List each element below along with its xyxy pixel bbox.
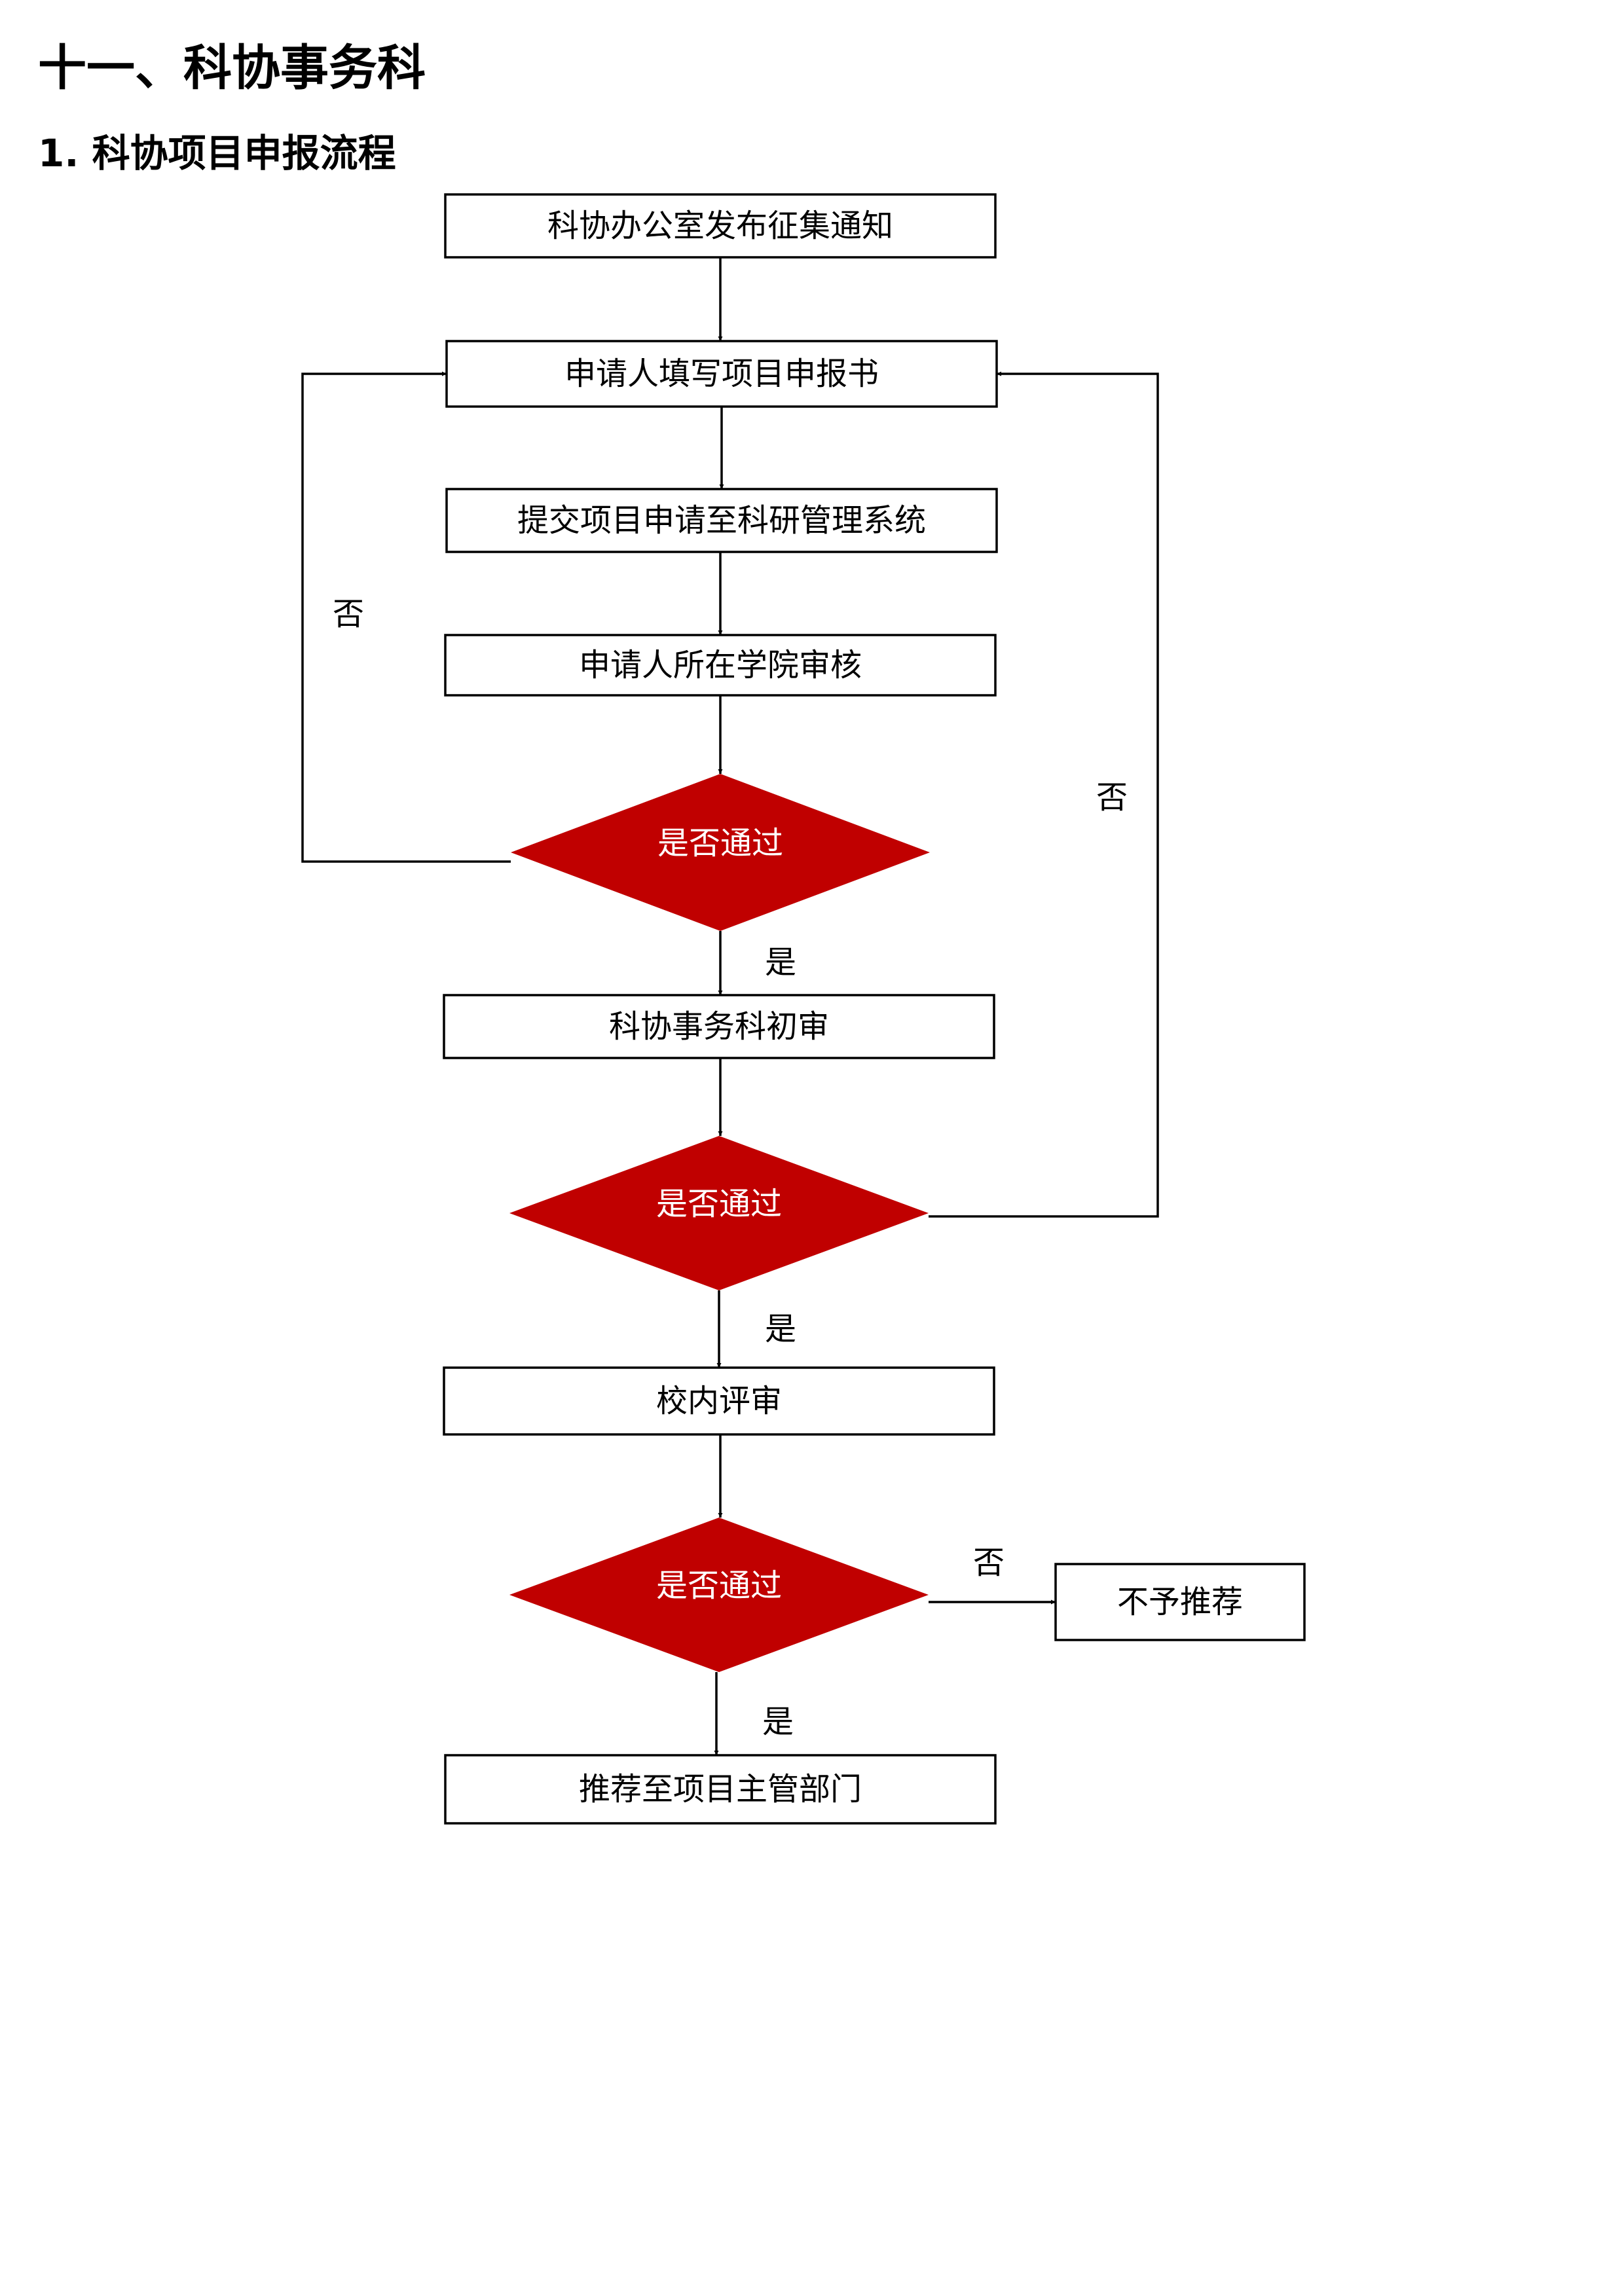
node-label: 科协事务科初审 [609,1008,829,1045]
process-box [445,488,998,553]
node-label: 是否通过 [656,1186,782,1222]
node-initial-review: 科协事务科初审 [443,994,995,1059]
process-box [1054,1563,1306,1641]
edges-layer [301,257,1159,1755]
decision-college-pass: 是否通过 [511,774,930,931]
edge-label: 是 [765,944,796,981]
edge-label: 否 [333,596,364,632]
node-label: 推荐至项目主管部门 [579,1771,862,1808]
decision-initial-pass: 是否通过 [509,1136,929,1290]
node-label: 申请人填写项目申报书 [564,355,879,392]
process-box [445,340,998,408]
edge-label: 否 [1096,779,1128,816]
page-title: 十一、科协事务科 [38,40,426,96]
node-internal-review: 校内评审 [443,1366,995,1436]
node-label: 提交项目申请至科研管理系统 [517,502,926,539]
section-heading: 1. 科协项目申报流程 [38,131,396,175]
process-box [444,193,997,259]
node-fill-application: 申请人填写项目申报书 [445,340,998,408]
node-label: 是否通过 [657,825,783,862]
node-publish-notice: 科协办公室发布征集通知 [444,193,997,259]
process-box [443,1366,995,1436]
decision-internal-pass: 是否通过 [509,1518,929,1672]
edge-label: 否 [973,1544,1005,1581]
process-box [444,1754,997,1825]
node-college-review: 申请人所在学院审核 [444,634,997,697]
process-box [444,634,997,697]
arrow-decision2-no-loop [929,371,1159,1218]
decision-diamond [509,1518,929,1672]
arrow-decision1-no-loop [301,371,511,863]
decision-diamond [511,774,930,931]
decision-diamond [509,1136,929,1290]
nodes-layer: 科协办公室发布征集通知申请人填写项目申报书提交项目申请至科研管理系统申请人所在学… [443,193,1306,1825]
edge-label: 是 [765,1311,796,1347]
node-label: 是否通过 [656,1567,782,1604]
node-submit-system: 提交项目申请至科研管理系统 [445,488,998,553]
edge-label: 是 [762,1704,794,1740]
process-box [443,994,995,1059]
node-label: 校内评审 [656,1383,782,1419]
node-label: 申请人所在学院审核 [579,647,862,683]
node-not-recommended: 不予推荐 [1054,1563,1306,1641]
node-label: 不予推荐 [1117,1584,1243,1620]
node-label: 科协办公室发布征集通知 [547,208,893,244]
node-recommend-department: 推荐至项目主管部门 [444,1754,997,1825]
